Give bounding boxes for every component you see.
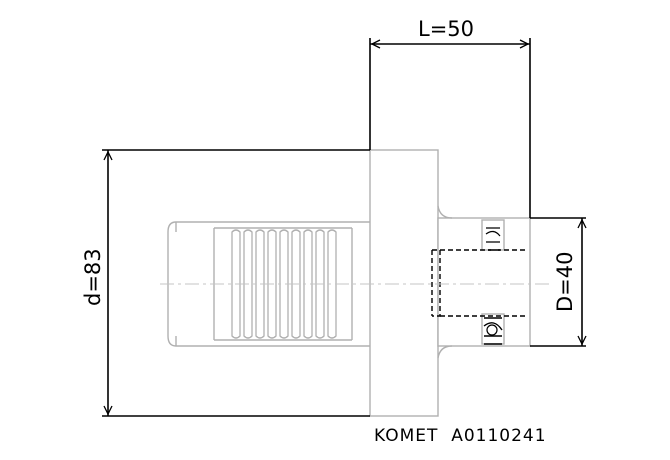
flange-body <box>369 149 439 417</box>
hidden-bore <box>431 249 528 317</box>
dimension-length-label: L=50 <box>418 17 474 41</box>
thread-crests <box>231 229 337 339</box>
dimension-outer-diameter-label: d=83 <box>81 248 105 306</box>
set-screw-bottom <box>481 313 505 345</box>
shank-fillet-top <box>437 205 453 219</box>
part-number-label: KOMET A0110241 <box>374 426 547 446</box>
part-outline <box>167 149 531 417</box>
shank-body <box>437 217 531 347</box>
dimension-length: L=50 <box>369 17 531 218</box>
dimension-shank-diameter-label: D=40 <box>553 252 577 313</box>
dimension-shank-diameter: D=40 <box>530 217 587 347</box>
dimension-outer-diameter: d=83 <box>81 149 370 417</box>
shank-fillet-bottom <box>437 345 453 359</box>
